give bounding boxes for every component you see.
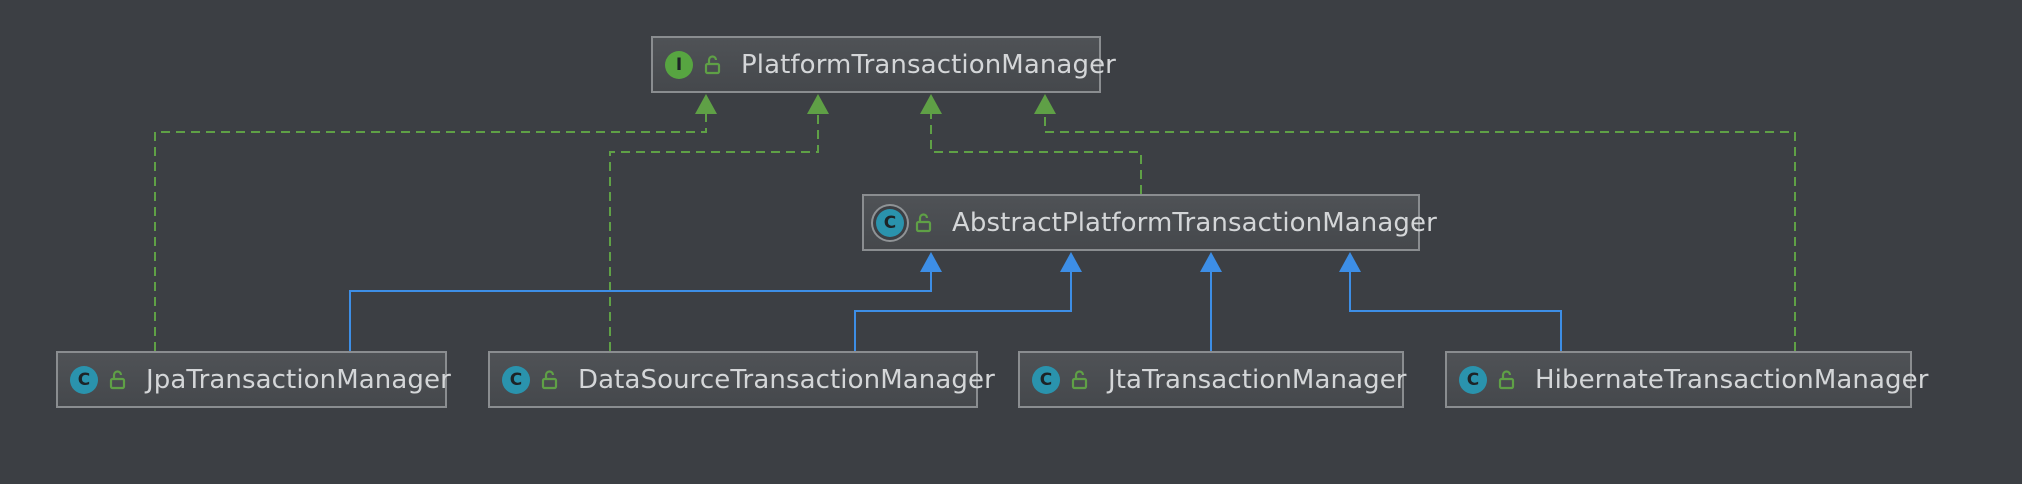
class-icon: C <box>70 365 98 394</box>
node-abstract-platform-transaction-manager[interactable]: C AbstractPlatformTransactionManager <box>862 194 1437 251</box>
edge-jpa-extends-abstract <box>349 268 932 351</box>
node-hibernate-transaction-manager[interactable]: C HibernateTransactionManager <box>1445 351 1928 408</box>
implements-arrowhead <box>1034 94 1056 114</box>
edge-abstract-implements-platform <box>930 110 1142 194</box>
extends-arrowhead <box>1060 252 1082 272</box>
class-icon: C <box>1032 365 1060 394</box>
node-jta-transaction-manager[interactable]: C JtaTransactionManager <box>1018 351 1407 408</box>
node-datasource-transaction-manager[interactable]: C DataSourceTransactionManager <box>488 351 995 408</box>
node-label: HibernateTransactionManager <box>1535 364 1929 395</box>
interface-icon: I <box>665 50 693 79</box>
extends-arrowhead <box>920 252 942 272</box>
node-label: PlatformTransactionManager <box>741 49 1116 80</box>
extends-arrowhead <box>1339 252 1361 272</box>
unlock-icon <box>541 369 558 389</box>
implements-arrowhead <box>807 94 829 114</box>
unlock-icon <box>1498 369 1515 389</box>
edge-hibernate-implements-platform <box>1044 110 1796 351</box>
unlock-icon <box>109 369 126 389</box>
edge-datasource-implements-platform <box>609 110 819 351</box>
node-label: AbstractPlatformTransactionManager <box>952 207 1437 238</box>
unlock-icon <box>915 212 932 232</box>
unlock-icon <box>1071 369 1088 389</box>
unlock-icon <box>704 54 721 74</box>
node-label: JtaTransactionManager <box>1108 364 1407 395</box>
extends-arrowhead <box>1200 252 1222 272</box>
edge-hibernate-extends-abstract <box>1349 268 1562 351</box>
node-label: JpaTransactionManager <box>146 364 451 395</box>
node-jpa-transaction-manager[interactable]: C JpaTransactionManager <box>56 351 451 408</box>
edge-datasource-extends-abstract <box>854 268 1072 351</box>
class-icon: C <box>502 365 530 394</box>
node-platform-transaction-manager[interactable]: I PlatformTransactionManager <box>651 36 1116 93</box>
implements-arrowhead <box>695 94 717 114</box>
node-label: DataSourceTransactionManager <box>578 364 995 395</box>
class-icon: C <box>1459 365 1487 394</box>
abstract-class-icon: C <box>876 208 904 237</box>
implements-arrowhead <box>920 94 942 114</box>
edge-jpa-implements-platform <box>154 110 707 351</box>
